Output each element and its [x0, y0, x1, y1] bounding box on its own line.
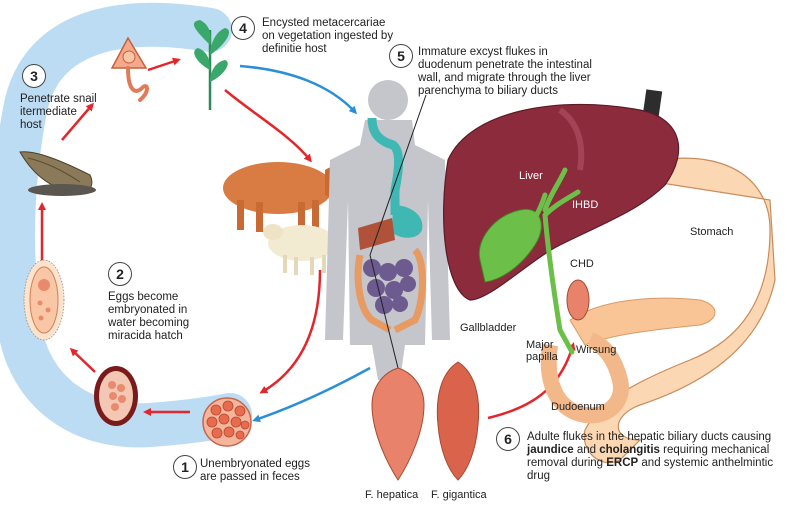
caption-6-part-b: and: [574, 444, 600, 456]
egg-cluster: [203, 398, 251, 446]
caption-6-ercp: ERCP: [606, 457, 638, 469]
step-caption-5: Immature excyst flukes in duodenum penet…: [418, 46, 603, 98]
step-number-2: 2: [108, 262, 132, 286]
step-number-3: 3: [22, 64, 46, 88]
caption-6-part-a: Adulte flukes in the hepatic biliary duc…: [527, 431, 771, 443]
fluke-gigantica: [437, 362, 478, 480]
label-chd: CHD: [570, 258, 594, 270]
label-f-gigantica: F. gigantica: [431, 489, 487, 501]
caption-6-jaundice: jaundice: [527, 444, 574, 456]
miracidium: [24, 260, 64, 340]
label-stomach: Stomach: [690, 226, 733, 238]
caption-6-cholangitis: cholangitis: [599, 444, 660, 456]
label-gallbladder: Gallbladder: [460, 322, 516, 334]
arrow-plant-to-human: [240, 66, 355, 112]
human-body: [325, 80, 450, 380]
arrow-cercaria-to-plant: [148, 60, 178, 70]
arrow-plant-to-host: [225, 90, 310, 160]
step-caption-2: Eggs become embryonated in water becomin…: [108, 291, 218, 343]
label-ihbd: IHBD: [572, 199, 598, 211]
step-caption-1: Unembryonated eggs are passed in feces: [200, 458, 310, 484]
embryonated-egg: [94, 366, 138, 426]
cycle-band: [13, 25, 230, 426]
label-liver: Liver: [519, 170, 543, 182]
arrow-host-to-eggs: [262, 270, 320, 392]
step-number-4: 4: [231, 16, 255, 40]
arrow-human-to-eggs: [255, 368, 370, 420]
step-number-6: 6: [496, 427, 520, 451]
step-caption-3: Penetrate snail itermediate host: [20, 93, 100, 132]
step-caption-6: Adulte flukes in the hepatic biliary duc…: [527, 431, 777, 483]
label-duodenum: Dudoenum: [551, 401, 605, 413]
label-wirsung: Wirsung: [576, 344, 616, 356]
sheep: [263, 224, 336, 275]
step-number-1: 1: [173, 455, 197, 479]
label-f-hepatica: F. hepatica: [365, 489, 418, 501]
duct-fluke: [567, 280, 589, 320]
fluke-hepatica: [372, 368, 424, 480]
label-major-papilla: Major papilla: [526, 339, 574, 363]
arrow-embryo-to-miracidium: [72, 350, 95, 372]
step-caption-4: Encysted metacercariae on vegetation ing…: [262, 17, 397, 56]
